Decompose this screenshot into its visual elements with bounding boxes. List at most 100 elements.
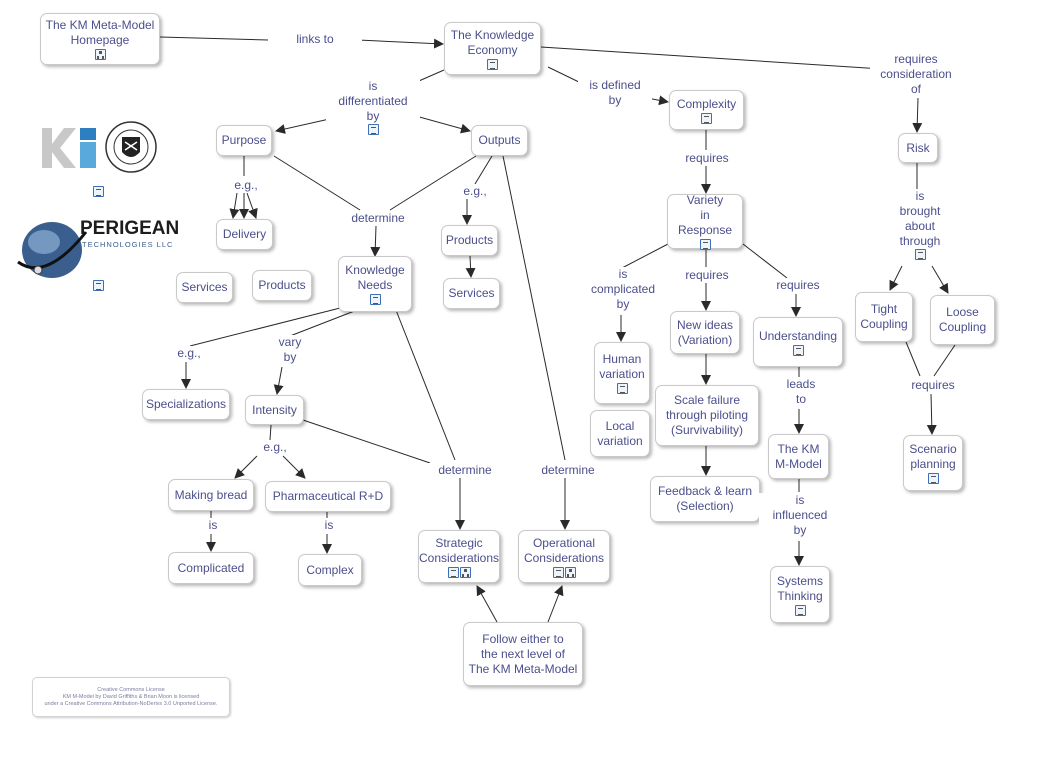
linking-phrase-defined_by: is defined by (578, 78, 652, 108)
concept-node-risk[interactable]: Risk (898, 133, 938, 163)
connector-line (282, 455, 306, 479)
resource-icons (701, 112, 712, 124)
linking-phrase-eg_purpose: e.g., (224, 178, 268, 193)
concept-node-operational[interactable]: Operational Considerations (518, 530, 610, 583)
document-icon[interactable] (792, 344, 804, 356)
connector-line (370, 225, 381, 257)
document-icon[interactable] (701, 112, 712, 124)
concept-label: Knowledge Needs (345, 263, 405, 292)
connector-line (391, 299, 456, 461)
concept-node-scale[interactable]: Scale failure through piloting (Survivab… (655, 385, 759, 446)
concept-node-human[interactable]: Human variation (594, 342, 650, 404)
concept-node-homepage[interactable]: The KM Meta-Model Homepage (40, 13, 160, 65)
document-icon[interactable] (367, 124, 379, 135)
concept-label: Human variation (599, 352, 645, 381)
connector-line (474, 155, 493, 185)
concept-node-scenario[interactable]: Scenario planning (903, 435, 963, 491)
concept-node-kmmodel[interactable]: The KM M-Model (768, 434, 829, 479)
resource-icons (487, 58, 498, 70)
connector-line (502, 155, 566, 461)
resource-doc-icon[interactable] (93, 186, 104, 197)
document-icon[interactable] (447, 566, 459, 578)
document-icon[interactable] (914, 249, 926, 260)
concept-node-local[interactable]: Local variation (590, 410, 650, 457)
concept-label: Tight Coupling (860, 302, 908, 331)
concept-label: Pharmaceutical R+D (272, 489, 384, 503)
concept-node-complex[interactable]: Complex (298, 554, 362, 586)
linking-phrase-links_to: links to (268, 32, 362, 47)
connector-line (246, 192, 258, 219)
concept-node-understanding[interactable]: Understanding (753, 317, 843, 367)
concept-node-complicated[interactable]: Complicated (168, 552, 254, 584)
creative-commons-license[interactable]: Creative Commons License KM M-Model by D… (32, 677, 230, 717)
document-icon[interactable] (369, 294, 381, 305)
document-icon[interactable] (794, 604, 806, 616)
concept-node-complexity[interactable]: Complexity (669, 90, 744, 130)
document-icon[interactable] (699, 239, 711, 250)
linking-phrase-text: is differentiated by (338, 79, 408, 123)
concept-node-delivery[interactable]: Delivery (216, 219, 273, 250)
document-icon[interactable] (552, 566, 564, 578)
concept-node-economy[interactable]: The Knowledge Economy (444, 22, 541, 75)
concept-label: Products (445, 233, 494, 247)
connector-line (465, 255, 476, 278)
concept-node-purpose[interactable]: Purpose (216, 125, 272, 156)
concept-label: Strategic Considerations (418, 535, 500, 565)
connector-line (889, 265, 903, 291)
concept-node-bread[interactable]: Making bread (168, 479, 254, 511)
concept-map-icon[interactable] (94, 49, 106, 60)
concept-label: Scale failure through piloting (Survivab… (665, 393, 749, 437)
license-title: Creative Commons License (97, 686, 165, 693)
concept-node-newideas[interactable]: New ideas (Variation) (670, 311, 740, 354)
concept-node-services1[interactable]: Services (176, 272, 233, 303)
linking-phrase-complicated_by: is complicated by (581, 267, 665, 312)
linking-phrase-text: is (324, 518, 334, 532)
concept-node-services2[interactable]: Services (443, 278, 500, 309)
linking-phrase-determine_kn: determine (343, 211, 413, 226)
concept-node-products2[interactable]: Products (441, 225, 498, 256)
concept-label: Purpose (221, 133, 267, 147)
concept-label: Complicated (177, 560, 245, 575)
concept-label: New ideas (Variation) (676, 317, 734, 347)
concept-label: Services (448, 286, 495, 300)
linking-phrase-text: is influenced by (772, 493, 828, 537)
concept-label: The KM M-Model (775, 441, 822, 471)
linking-phrase-requires_sc: requires (903, 378, 963, 393)
concept-node-products1[interactable]: Products (252, 270, 312, 301)
linking-phrase-text: determine (351, 211, 405, 225)
concept-node-specializations[interactable]: Specializations (142, 389, 230, 420)
linking-phrase-text: leads to (786, 377, 816, 406)
connector-line (931, 265, 949, 294)
concept-node-follow[interactable]: Follow either to the next level of The K… (463, 622, 583, 686)
concept-node-pharma[interactable]: Pharmaceutical R+D (265, 481, 391, 512)
concept-map-icon[interactable] (564, 566, 576, 578)
concept-node-intensity[interactable]: Intensity (245, 395, 304, 425)
document-icon[interactable] (487, 58, 498, 70)
concept-node-tight[interactable]: Tight Coupling (855, 292, 913, 342)
connector-line (389, 155, 477, 211)
resource-icons (94, 49, 106, 60)
concept-node-outputs[interactable]: Outputs (471, 125, 528, 156)
concept-label: Follow either to the next level of The K… (468, 631, 578, 676)
resource-doc-icon[interactable] (93, 280, 104, 291)
concept-node-strategic[interactable]: Strategic Considerations (418, 530, 500, 583)
concept-node-kneeds[interactable]: Knowledge Needs (338, 256, 412, 312)
concept-node-variety[interactable]: Variety in Response (667, 193, 743, 250)
connector-line (547, 585, 564, 623)
linking-phrase-text: vary by (278, 335, 302, 364)
concept-label: Complex (306, 562, 354, 577)
concept-label: Products (258, 278, 306, 292)
concept-node-loose[interactable]: Loose Coupling (930, 295, 995, 345)
concept-map-icon[interactable] (459, 566, 471, 578)
concept-node-feedback[interactable]: Feedback & learn (Selection) (650, 476, 760, 522)
linking-phrase-text: links to (296, 32, 334, 46)
resource-icons (792, 344, 804, 356)
concept-label: Systems Thinking (776, 573, 823, 603)
document-icon[interactable] (927, 473, 939, 484)
document-icon[interactable] (616, 383, 628, 394)
perigean-name: PERIGEAN (80, 218, 180, 239)
connector-line (357, 38, 444, 49)
perigean-logo: PERIGEAN TECHNOLOGIES LLC (16, 212, 186, 282)
concept-node-systems[interactable]: Systems Thinking (770, 566, 830, 623)
